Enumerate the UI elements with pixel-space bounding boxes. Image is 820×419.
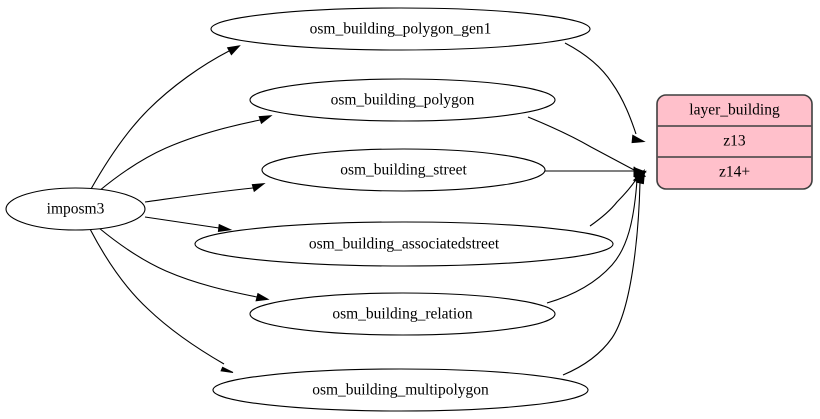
edge-osm_building_multipolygon-to-layer_building-z14	[562, 170, 646, 376]
node-osm_building_associatedstreet-ellipse	[194, 221, 614, 267]
node-osm_building_multipolygon-ellipse	[212, 368, 589, 412]
node-osm_building_street-ellipse	[261, 148, 546, 192]
edge-group-source-to-tables	[89, 45, 273, 373]
node-layer_building-box	[656, 94, 813, 190]
edge-osm_building_polygon-to-layer_building-z14	[527, 116, 646, 177]
node-osm_building_polygon-ellipse	[249, 78, 556, 122]
edge-imposm3-to-osm_building_multipolygon	[89, 228, 234, 373]
node-osm_building_polygon_gen1[interactable]: osm_building_polygon_gen1	[210, 7, 591, 51]
node-imposm3-ellipse	[5, 187, 146, 231]
node-osm_building_street-label: osm_building_street	[340, 162, 467, 179]
node-osm_building_polygon-label: osm_building_polygon	[331, 92, 475, 109]
edge-imposm3-to-osm_building_street	[144, 182, 266, 203]
node-osm_building_multipolygon[interactable]: osm_building_multipolygon	[212, 368, 589, 412]
edge-group-tables-to-layer	[527, 42, 647, 376]
node-osm_building_associatedstreet-label: osm_building_associatedstreet	[309, 236, 500, 253]
node-layer_building-row-z14: z14+	[719, 164, 750, 181]
node-imposm3-label: imposm3	[47, 201, 105, 218]
node-layer_building-row-z13: z13	[723, 133, 746, 150]
edge-imposm3-to-osm_building_polygon	[98, 115, 273, 192]
node-osm_building_relation[interactable]: osm_building_relation	[249, 292, 556, 336]
edge-osm_building_polygon_gen1-to-layer_building-z13	[564, 42, 646, 144]
edge-imposm3-to-osm_building_associatedstreet	[144, 216, 233, 232]
node-osm_building_relation-label: osm_building_relation	[332, 306, 473, 323]
node-osm_building_street[interactable]: osm_building_street	[261, 148, 546, 192]
node-osm_building_polygon[interactable]: osm_building_polygon	[249, 78, 556, 122]
node-osm_building_associatedstreet[interactable]: osm_building_associatedstreet	[194, 221, 614, 267]
edge-osm_building_street-to-layer_building-z14	[544, 166, 647, 178]
node-osm_building_polygon_gen1-ellipse	[210, 7, 591, 51]
node-osm_building_relation-ellipse	[249, 292, 556, 336]
node-layer_building-row-title: layer_building	[689, 102, 780, 119]
node-osm_building_polygon_gen1-label: osm_building_polygon_gen1	[310, 21, 492, 38]
node-layer_building[interactable]: layer_building z13 z14+	[656, 94, 813, 190]
node-imposm3[interactable]: imposm3	[5, 187, 146, 231]
edge-imposm3-to-osm_building_polygon_gen1	[90, 45, 241, 190]
edge-imposm3-to-osm_building_relation	[98, 227, 270, 302]
node-osm_building_multipolygon-label: osm_building_multipolygon	[312, 382, 489, 399]
